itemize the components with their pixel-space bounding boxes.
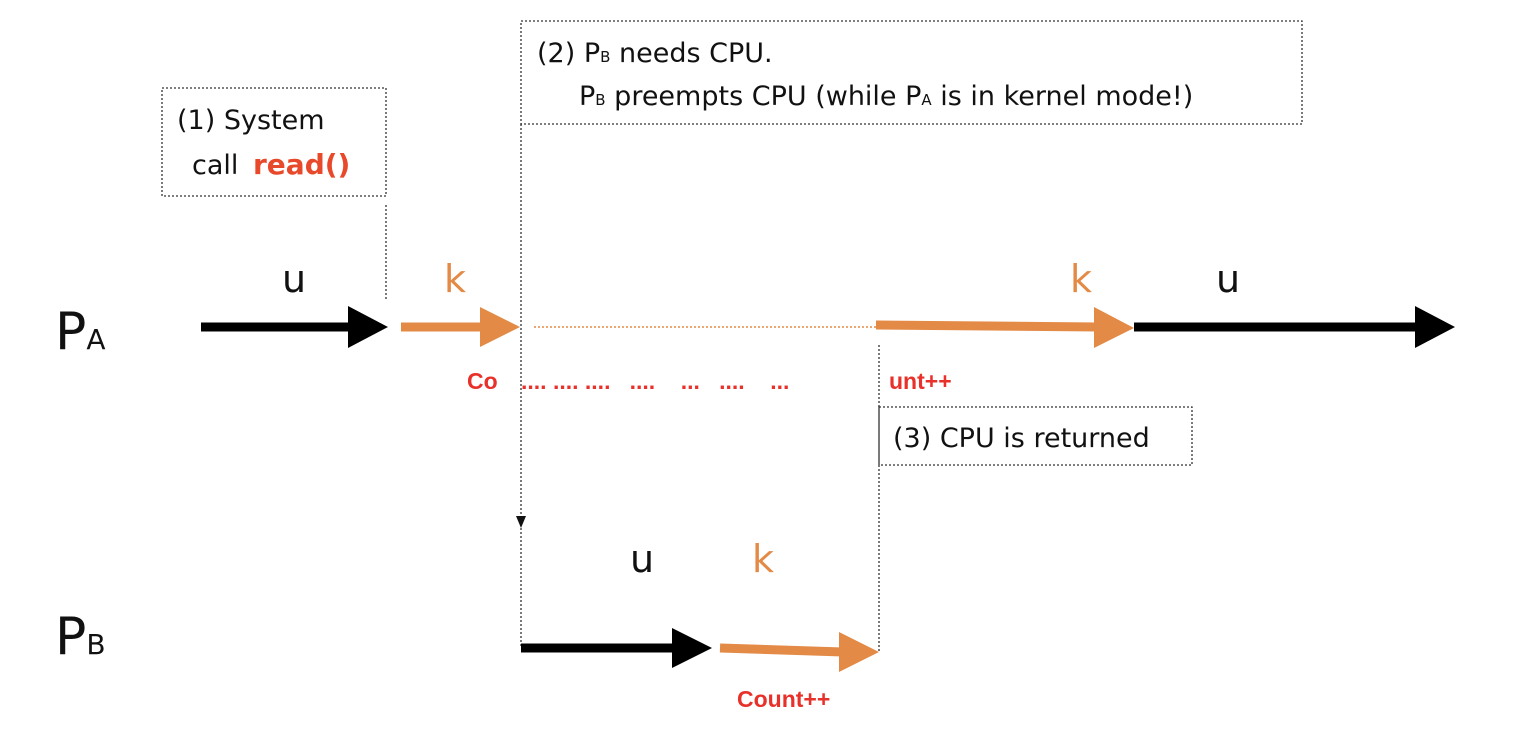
pa-label: PA: [55, 302, 106, 362]
pa-kernel-label-1: k: [444, 257, 466, 301]
pa-counter-dots: .... .... .... .... ... .... ...: [521, 368, 789, 394]
pa-kernel-arrow-2: [875, 307, 1134, 348]
preempt-arrowhead: [516, 516, 526, 528]
note1-line1: (1) System: [177, 105, 325, 136]
pb-user-label: u: [630, 537, 654, 581]
pb-label: PB: [55, 607, 106, 667]
pa-kernel-arrow-1: [401, 307, 520, 347]
pa-user-label-2: u: [1216, 257, 1240, 301]
note3-box: [878, 406, 1193, 466]
note2-line2: PB preempts CPU (while PA is in kernel m…: [579, 81, 1193, 112]
pb-user-arrow: [521, 628, 712, 668]
pa-counter-end: unt++: [889, 368, 952, 394]
note1-box: [161, 87, 387, 197]
pa-user-arrow-2: [1134, 306, 1455, 348]
pa-counter-start: Co: [467, 368, 498, 394]
note3-text: (3) CPU is returned: [893, 423, 1150, 454]
note2-box: [520, 20, 1303, 125]
note1-line2: call read(): [192, 148, 350, 181]
pa-user-label-1: u: [282, 257, 306, 301]
pa-kernel-label-2: k: [1070, 257, 1092, 301]
pb-counter: Count++: [737, 686, 830, 712]
pb-kernel-arrow: [719, 632, 879, 672]
note2-line1: (2) PB needs CPU.: [537, 38, 773, 69]
pb-kernel-label: k: [752, 537, 774, 581]
pa-user-arrow-1: [201, 306, 388, 348]
